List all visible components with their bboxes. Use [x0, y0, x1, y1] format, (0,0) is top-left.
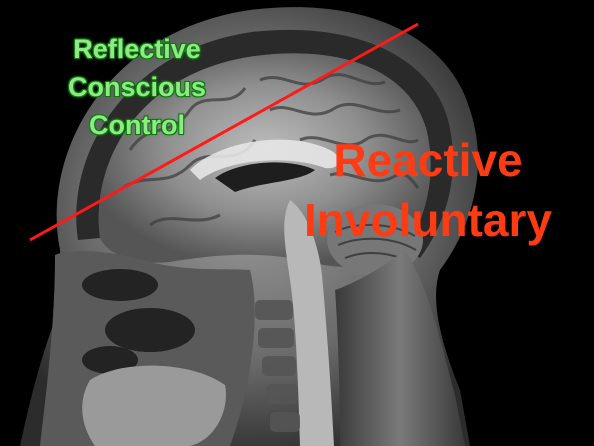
reactive-line-1: Reactive — [268, 130, 588, 190]
reactive-line-2: Involuntary — [268, 190, 588, 250]
tongue — [82, 366, 226, 446]
reflective-line-3: Control — [22, 106, 252, 144]
reflective-label: Reflective Conscious Control — [22, 30, 252, 144]
reflective-line-2: Conscious — [22, 68, 252, 106]
reflective-line-1: Reflective — [22, 30, 252, 68]
reactive-label: Reactive Involuntary — [268, 130, 588, 250]
